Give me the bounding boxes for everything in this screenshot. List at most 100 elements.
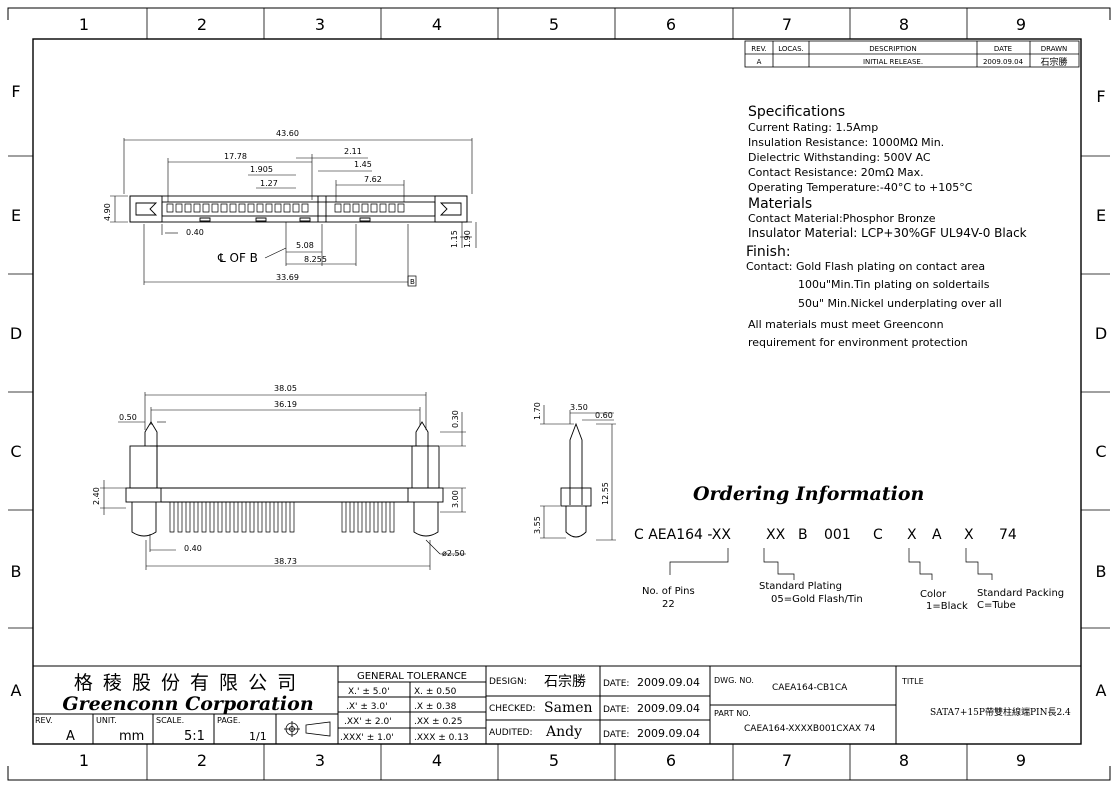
dim-label: 38.73	[274, 557, 297, 566]
col-label: 5	[549, 15, 559, 34]
top-view-dimensions: 43.60 17.78 2.11 1.905 1.45 1.27 7.62 4.…	[103, 129, 472, 286]
date-value: 2009.09.04	[983, 58, 1024, 66]
code-part: XX	[766, 527, 786, 543]
specifications-block: Specifications Current Rating: 1.5Amp In…	[746, 104, 1027, 349]
row-label: D	[10, 324, 22, 343]
drawn-header: DRAWN	[1041, 45, 1068, 53]
row-label: B	[1096, 562, 1107, 581]
title-block	[32, 665, 1082, 745]
code-part: B	[798, 527, 808, 543]
dim-label: 2.11	[344, 147, 362, 156]
dim-label: ø2.50	[442, 549, 465, 558]
row-label: C	[1095, 442, 1106, 461]
drawing-title: SATA7+15P帶雙柱線端PIN長2.4	[930, 706, 1071, 718]
code-part: X	[964, 527, 974, 543]
dim-label: 43.60	[276, 129, 299, 138]
front-view-dimensions: 38.05 36.19 0.50 0.30 2.40 3.00 0.40 38.…	[92, 384, 465, 566]
dim-label: 3.00	[451, 490, 460, 508]
dim-label: 1.15	[450, 230, 459, 248]
date-value: 2009.09.04	[637, 676, 700, 689]
dim-label: 38.05	[274, 384, 297, 393]
grid-ticks	[8, 8, 1110, 780]
col-label: 2	[197, 751, 207, 770]
dim-label: 4.90	[103, 203, 112, 221]
dim-label: 0.50	[119, 413, 137, 422]
col-label: 9	[1016, 751, 1026, 770]
finish-heading: Finish:	[746, 244, 791, 260]
dim-label: 33.69	[276, 273, 299, 282]
outer-frame	[7, 7, 1111, 781]
row-labels-right: F E D C B A	[1095, 87, 1107, 700]
date-value: 2009.09.04	[637, 727, 700, 740]
color-note-value: 1=Black	[926, 601, 968, 612]
rev-value: A	[66, 729, 75, 744]
row-label: A	[1096, 681, 1107, 700]
dim-label: 36.19	[274, 400, 297, 409]
tolerance-linear: .XXX ± 0.13	[414, 733, 469, 743]
materials-heading: Materials	[748, 196, 812, 212]
col-label: 1	[79, 15, 89, 34]
title-block-text: 格 稜 股 份 有 限 公 司 Greenconn Corporation RE…	[35, 671, 1071, 744]
page-label: PAGE.	[217, 716, 240, 725]
scale-label: SCALE.	[156, 716, 184, 725]
col-label: 6	[666, 751, 676, 770]
front-view	[100, 392, 466, 570]
row-label: E	[1096, 206, 1106, 225]
tolerance-linear: X. ± 0.50	[414, 687, 457, 697]
design-value: 石宗勝	[544, 674, 586, 690]
row-label: F	[11, 82, 20, 101]
pins-note-value: 22	[662, 599, 675, 610]
side-view-dimensions: 1.70 3.50 0.60 12.55 3.55	[533, 402, 613, 534]
col-label: 7	[782, 15, 792, 34]
dim-label: 1.90	[463, 230, 472, 248]
audited-value: Andy	[545, 724, 582, 740]
tolerance-angle: .XX' ± 2.0'	[344, 717, 392, 727]
rev-value: A	[757, 58, 762, 66]
col-label: 1	[79, 751, 89, 770]
company-name-en: Greenconn Corporation	[62, 693, 313, 715]
spec-line: Contact: Gold Flash plating on contact a…	[746, 260, 985, 273]
row-label: A	[11, 681, 22, 700]
row-labels-left: F E D C B A	[10, 82, 22, 700]
plating-note-value: 05=Gold Flash/Tin	[771, 594, 863, 605]
tolerance-angle: .XXX' ± 1.0'	[340, 733, 394, 743]
spec-heading: Specifications	[748, 104, 845, 120]
spec-line: requirement for environment protection	[748, 336, 968, 349]
pins-note-label: No. of Pins	[642, 586, 695, 597]
dim-label: 0.40	[184, 544, 202, 553]
title-label: TITLE	[901, 677, 924, 686]
code-part: X	[907, 527, 917, 543]
code-part: 74	[999, 527, 1017, 543]
dim-label: 7.62	[364, 175, 382, 184]
audited-label: AUDITED:	[489, 728, 532, 738]
date-label: DATE:	[603, 705, 629, 715]
col-label: 6	[666, 15, 676, 34]
tolerance-linear: .X ± 0.38	[414, 702, 457, 712]
col-label: 2	[197, 15, 207, 34]
revision-table-text: REV. LOCAS. DESCRIPTION DATE DRAWN A INI…	[751, 45, 1067, 68]
col-label: 4	[432, 751, 442, 770]
row-label: E	[11, 206, 21, 225]
color-note-label: Color	[920, 589, 947, 600]
dim-label: 8.255	[304, 255, 327, 264]
rev-label: REV.	[35, 716, 53, 725]
row-label: C	[10, 442, 21, 461]
date-header: DATE	[994, 45, 1012, 53]
part-no-value: CAEA164-XXXXB001CXAX 74	[744, 724, 876, 734]
unit-value: mm	[119, 729, 144, 744]
scale-value: 5:1	[184, 729, 205, 744]
tolerance-angle: X.' ± 5.0'	[348, 687, 390, 697]
col-label: 4	[432, 15, 442, 34]
column-labels-bottom: 1 2 3 4 5 6 7 8 9	[79, 751, 1026, 770]
part-no-label: PART NO.	[714, 709, 751, 718]
spec-line: 100u"Min.Tin plating on soldertails	[798, 278, 990, 291]
checked-label: CHECKED:	[489, 704, 536, 714]
dwg-no-label: DWG. NO.	[714, 676, 754, 685]
dim-label: 5.08	[296, 241, 314, 250]
dim-label: 1.70	[533, 402, 542, 420]
col-label: 3	[315, 751, 325, 770]
side-view	[540, 405, 616, 541]
code-part: C AEA164 -XX	[634, 527, 731, 543]
tolerance-title: GENERAL TOLERANCE	[357, 671, 467, 682]
